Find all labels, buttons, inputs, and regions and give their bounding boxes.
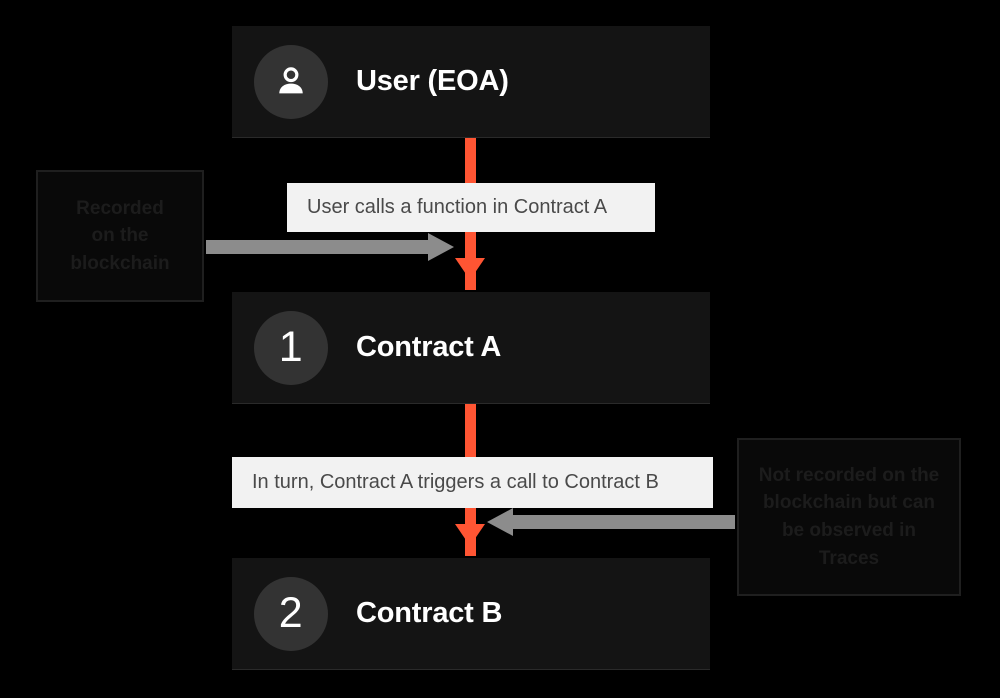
pointer-arrow-left-head: [487, 508, 513, 536]
annotation-not-recorded-observed-in-traces: Not recorded on the blockchain but can b…: [737, 438, 961, 596]
node-contract-a-label: Contract A: [356, 331, 502, 363]
caption-user-calls-function: User calls a function in Contract A: [287, 183, 655, 232]
pointer-arrow-right-head: [428, 233, 454, 261]
pointer-arrow-right: [206, 233, 454, 261]
node-contract-a[interactable]: 1 Contract A: [232, 292, 710, 404]
caption-contract-a-triggers-call: In turn, Contract A triggers a call to C…: [232, 457, 713, 508]
node-user-eoa[interactable]: User (EOA): [232, 26, 710, 138]
annotation-recorded-line-3: blockchain: [70, 252, 170, 274]
step-number-badge-2: 2: [254, 576, 328, 651]
step-number-1: 1: [278, 323, 304, 371]
pointer-arrow-left: [487, 508, 735, 536]
annotation-not-recorded-line-3: be observed in: [781, 520, 917, 541]
node-contract-b-label: Contract B: [356, 597, 503, 629]
person-icon: [254, 44, 328, 119]
annotation-recorded-line-1: Recorded: [76, 197, 164, 219]
annotation-not-recorded-line-4: Traces: [818, 547, 880, 569]
flow-arrow-user-to-contract-a-head: [455, 258, 485, 280]
pointer-arrow-right-shaft: [206, 240, 430, 254]
node-contract-b[interactable]: 2 Contract B: [232, 558, 710, 670]
flow-arrow-contract-a-to-contract-b-head: [455, 524, 485, 546]
annotation-not-recorded-line-1: Not recorded on the: [758, 464, 940, 486]
annotation-not-recorded-line-2: blockchain but can: [762, 492, 936, 514]
step-number-badge-1: 1: [254, 310, 328, 385]
annotation-recorded-line-2: on the: [91, 225, 149, 247]
step-number-2: 2: [278, 589, 304, 637]
annotation-recorded-on-blockchain: Recorded on the blockchain: [36, 170, 204, 302]
pointer-arrow-left-shaft: [513, 515, 735, 529]
node-user-eoa-label: User (EOA): [356, 65, 509, 97]
caption-contract-a-triggers-call-text: In turn, Contract A triggers a call to C…: [252, 471, 659, 493]
caption-user-calls-function-text: User calls a function in Contract A: [307, 196, 608, 218]
